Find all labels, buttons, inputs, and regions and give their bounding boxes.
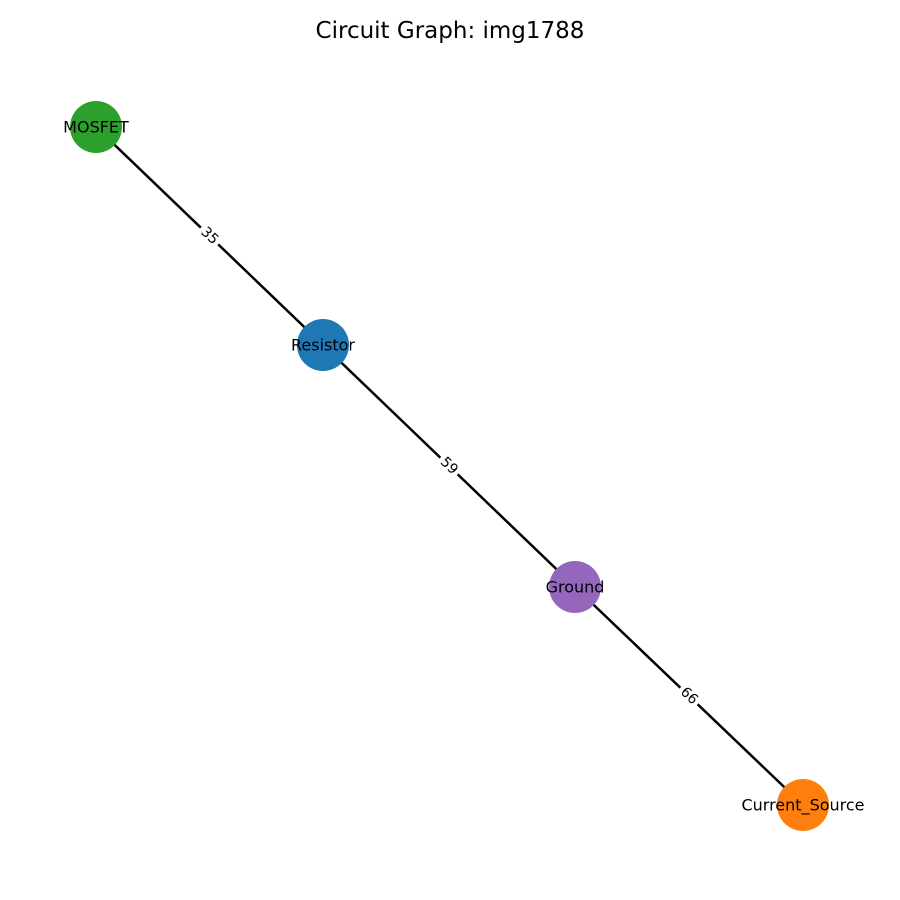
edge-label-background: [674, 681, 704, 711]
node-label: Resistor: [291, 336, 355, 355]
node-mosfet: [70, 101, 122, 153]
node-label: Current_Source: [741, 796, 864, 816]
node-current-source: [777, 779, 829, 831]
edges-layer: 35 59 66: [95, 126, 804, 806]
edge-label-group: 59: [434, 451, 464, 481]
edge-label-background: [434, 451, 464, 481]
graph-title: Circuit Graph: img1788: [315, 18, 585, 44]
edge-label-group: 35: [194, 221, 225, 251]
edge-label-group: 66: [674, 681, 704, 711]
edge-label-background: [194, 221, 225, 251]
node-ground: [549, 561, 601, 613]
node-label: MOSFET: [63, 118, 129, 137]
node-resistor: [297, 319, 349, 371]
node-label: Ground: [546, 578, 605, 597]
